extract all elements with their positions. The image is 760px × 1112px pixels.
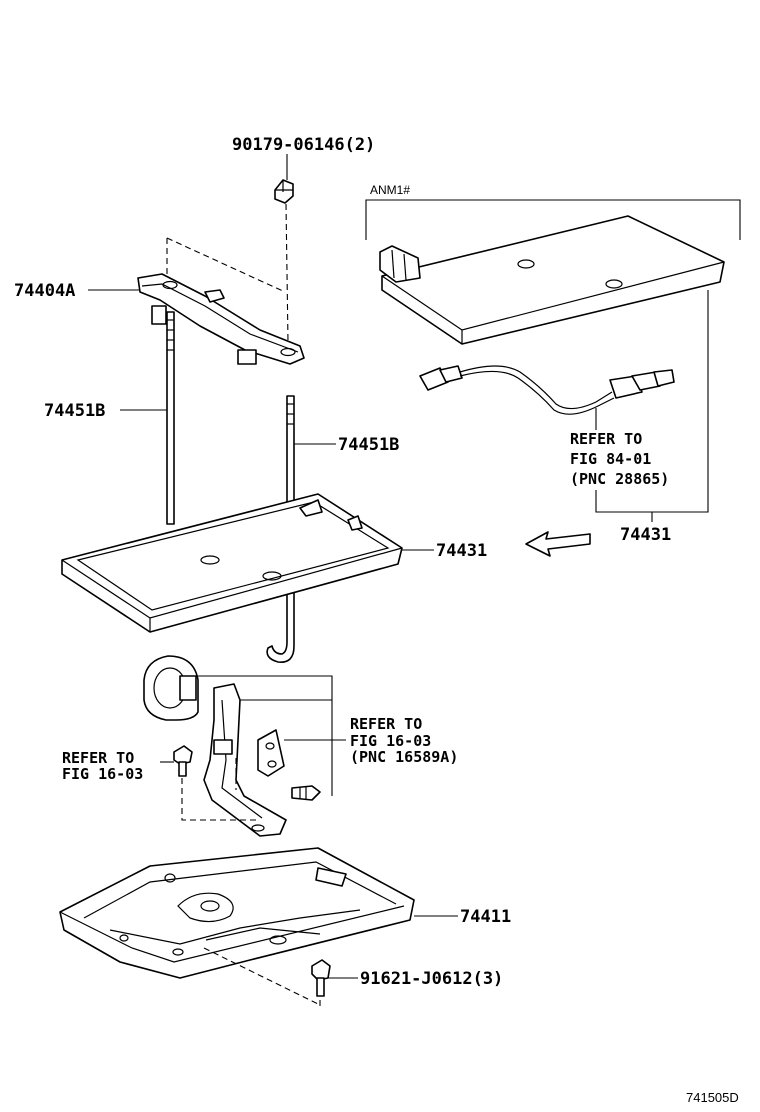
- label-74431-middle[interactable]: 74431: [436, 541, 487, 561]
- label-anm1: ANM1#: [370, 183, 410, 197]
- sensor-harness-part[interactable]: [419, 365, 675, 415]
- refer-16-right-line2[interactable]: FIG 16-03: [350, 732, 431, 750]
- dash-bottom-bolt: [203, 947, 319, 1005]
- bolt-90179-part[interactable]: [274, 179, 294, 204]
- rod-74451B-right-part[interactable]: [266, 395, 295, 663]
- carrier-74411-part[interactable]: [59, 847, 415, 979]
- label-74451B-left[interactable]: 74451B: [44, 401, 105, 421]
- label-90179-06146[interactable]: 90179-06146(2): [232, 135, 375, 155]
- dash-bolt-left: [181, 778, 260, 821]
- arrow-left-icon: [525, 531, 591, 557]
- bolt-left-part[interactable]: [173, 745, 193, 777]
- rod-74451B-left-part[interactable]: [166, 311, 175, 525]
- screw-part[interactable]: [291, 785, 321, 801]
- label-74431-right[interactable]: 74431: [620, 525, 671, 545]
- tray-74431-upper-part[interactable]: [379, 215, 725, 345]
- anm-bracket: [365, 199, 741, 240]
- axis-bolt-top: [285, 203, 289, 343]
- bolt-91621-part[interactable]: [311, 959, 331, 997]
- refer-84-line1: REFER TO: [570, 430, 642, 448]
- label-74404A[interactable]: 74404A: [14, 281, 75, 301]
- figure-id: 741505D: [686, 1090, 739, 1105]
- refer-84-line2[interactable]: FIG 84-01: [570, 450, 651, 468]
- refer-16-left-line2[interactable]: FIG 16-03: [62, 765, 143, 783]
- clamp-74404A-part[interactable]: [137, 273, 305, 365]
- refer-16-right-line1: REFER TO: [350, 715, 422, 733]
- label-74411[interactable]: 74411: [460, 907, 511, 927]
- plate-part[interactable]: [257, 729, 285, 777]
- tray-74431-middle-part[interactable]: [61, 493, 403, 633]
- label-91621-J0612[interactable]: 91621-J0612(3): [360, 969, 503, 989]
- dash-clamp-top: [166, 237, 286, 293]
- holder-ring-part[interactable]: [143, 655, 199, 721]
- refer-84-line3: (PNC 28865): [570, 470, 669, 488]
- bracket-leader-frame: [196, 675, 333, 796]
- refer-16-right-line3: (PNC 16589A): [350, 748, 458, 766]
- refer-16-left-line1: REFER TO: [62, 749, 134, 767]
- label-74451B-right[interactable]: 74451B: [338, 435, 399, 455]
